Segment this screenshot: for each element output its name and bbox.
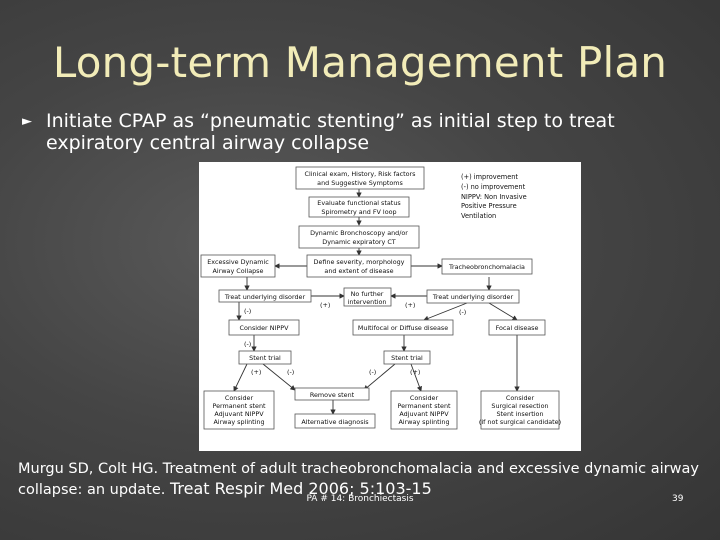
- node-focal-disease: Focal disease: [488, 319, 546, 336]
- node-text: Stent trial: [391, 354, 423, 362]
- citation-journal: Treat Respir Med 2006; 5:103-15: [169, 479, 432, 498]
- node-text: Airway splinting: [398, 418, 449, 426]
- citation-line: Murgu SD, Colt HG. Treatment of adult tr…: [18, 461, 699, 477]
- node-text: Consider: [225, 394, 254, 402]
- node-text: No further: [351, 290, 384, 298]
- node-multifocal-disease: Multifocal or Diffuse disease: [352, 319, 454, 336]
- node-text: Adjuvant NIPPV: [214, 410, 264, 418]
- node-text: Consider NIPPV: [240, 324, 290, 332]
- bullet-text: Initiate CPAP as “pneumatic stenting” as…: [46, 110, 666, 154]
- footer-text: PA # 14: Bronchiectasis: [306, 494, 414, 504]
- flowchart-legend: (+) improvement (-) no improvement NIPPV…: [461, 173, 527, 220]
- legend-line: NIPPV: Non Invasive: [461, 193, 527, 201]
- node-clinical: Clinical exam, History, Risk factors and…: [295, 166, 425, 190]
- node-text: Adjuvant NIPPV: [399, 410, 449, 418]
- node-treat-underlying-right: Treat underlying disorder: [426, 289, 520, 304]
- node-text: Treat underlying disorder: [224, 293, 306, 301]
- node-treat-underlying-left: Treat underlying disorder: [218, 289, 312, 303]
- node-text: and extent of disease: [324, 267, 393, 275]
- legend-line: Ventilation: [461, 212, 496, 220]
- node-stent-trial-mid: Stent trial: [383, 350, 431, 365]
- node-text: Remove stent: [310, 391, 355, 399]
- node-text: Alternative diagnosis: [301, 418, 369, 426]
- flowchart-svg: (+) improvement (-) no improvement NIPPV…: [200, 166, 561, 430]
- page-number: 39: [672, 494, 684, 504]
- node-surgical-resection: Consider Surgical resection Stent insert…: [479, 390, 561, 430]
- outcome-labels: (+) (+) (-) (-) (-) (+) (-) (-) (+): [244, 301, 466, 376]
- node-text: Permanent stent: [212, 402, 266, 410]
- minus-label: (-): [244, 307, 251, 315]
- node-define-severity: Define severity, morphology and extent o…: [306, 254, 412, 278]
- node-text: Airway splinting: [213, 418, 264, 426]
- node-text: Surgical resection: [491, 402, 548, 410]
- node-tracheobronchomalacia: Tracheobronchomalacia: [441, 258, 533, 275]
- plus-label: (+): [251, 368, 261, 376]
- node-text: Excessive Dynamic: [207, 258, 269, 266]
- node-remove-stent: Remove stent: [294, 387, 370, 401]
- citation: Murgu SD, Colt HG. Treatment of adult tr…: [18, 460, 708, 500]
- node-permanent-stent-left: Consider Permanent stent Adjuvant NIPPV …: [203, 390, 275, 430]
- legend-line: Positive Pressure: [461, 202, 517, 210]
- node-text: Treat underlying disorder: [432, 293, 514, 301]
- node-text: Stent trial: [249, 354, 281, 362]
- node-text: Tracheobronchomalacia: [448, 263, 525, 271]
- node-text: Permanent stent: [397, 402, 451, 410]
- node-text: (if not surgical candidate): [479, 418, 561, 426]
- legend-line: (+) improvement: [461, 173, 518, 181]
- node-functional-status: Evaluate functional status Spirometry an…: [308, 196, 410, 218]
- node-text: Consider: [410, 394, 439, 402]
- node-consider-nippv: Consider NIPPV: [228, 319, 300, 336]
- node-stent-trial-left: Stent trial: [238, 350, 292, 365]
- minus-label: (-): [459, 308, 466, 316]
- node-text: Stent insertion: [496, 410, 543, 418]
- node-text: Dynamic expiratory CT: [322, 238, 396, 246]
- node-text: Airway Collapse: [213, 267, 264, 275]
- node-text: Consider: [506, 394, 535, 402]
- citation-line-2: collapse: an update. Treat Respir Med 20…: [18, 479, 708, 500]
- minus-label: (-): [244, 340, 251, 348]
- node-text: intervention: [348, 298, 387, 306]
- node-dynamic-bronchoscopy: Dynamic Bronchoscopy and/or Dynamic expi…: [298, 225, 420, 249]
- node-permanent-stent-mid: Consider Permanent stent Adjuvant NIPPV …: [390, 390, 458, 430]
- citation-text: collapse: an update.: [18, 482, 170, 498]
- node-alternative-diagnosis: Alternative diagnosis: [294, 413, 376, 429]
- node-text: Dynamic Bronchoscopy and/or: [310, 229, 408, 237]
- plus-label: (+): [410, 368, 420, 376]
- bullet-arrow-icon: ►: [22, 114, 32, 129]
- node-no-further-intervention: No further intervention: [343, 287, 392, 307]
- node-excessive-dynamic-collapse: Excessive Dynamic Airway Collapse: [200, 254, 276, 278]
- flowchart-image: (+) improvement (-) no improvement NIPPV…: [199, 162, 581, 451]
- node-text: Focal disease: [496, 324, 539, 332]
- bullet-line: expiratory central airway collapse: [46, 132, 370, 154]
- slide-title: Long-term Management Plan: [52, 38, 668, 87]
- plus-label: (+): [405, 301, 415, 309]
- legend-line: (-) no improvement: [461, 183, 526, 191]
- minus-label: (-): [287, 368, 294, 376]
- minus-label: (-): [369, 368, 376, 376]
- node-text: Evaluate functional status: [317, 199, 401, 207]
- flowchart-connectors: [233, 189, 520, 415]
- plus-label: (+): [320, 301, 330, 309]
- bullet-line: Initiate CPAP as “pneumatic stenting” as…: [46, 110, 615, 132]
- node-text: Spirometry and FV loop: [321, 208, 396, 216]
- node-text: and Suggestive Symptoms: [317, 179, 403, 187]
- node-text: Clinical exam, History, Risk factors: [304, 170, 416, 178]
- node-text: Multifocal or Diffuse disease: [358, 324, 448, 332]
- node-text: Define severity, morphology: [314, 258, 405, 266]
